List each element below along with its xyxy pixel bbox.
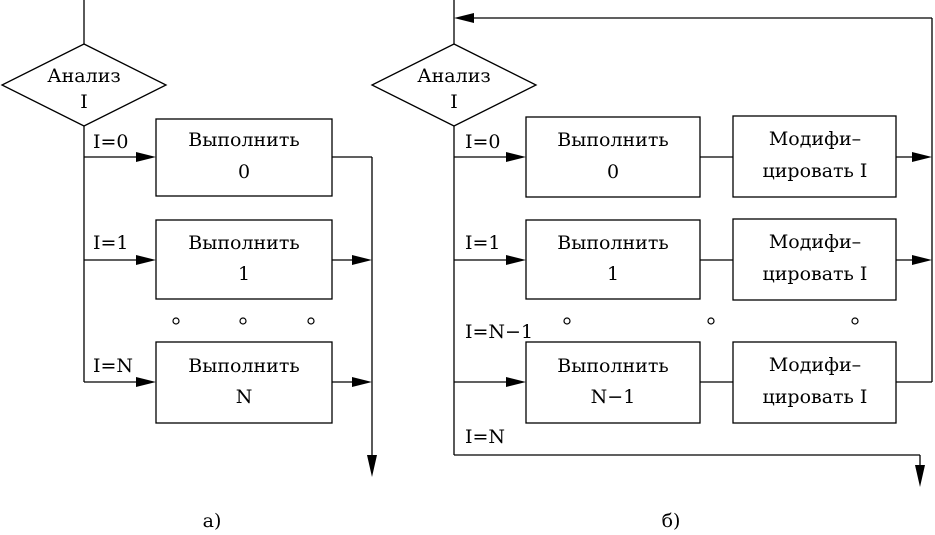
ellipsis-dot bbox=[307, 317, 315, 325]
arrow-head bbox=[912, 152, 932, 162]
decision-label-line2: I bbox=[450, 91, 458, 113]
ellipsis-dot bbox=[851, 317, 859, 325]
modify-label-line2: цировать I bbox=[763, 263, 868, 285]
modify-box bbox=[732, 115, 897, 198]
caption-a: а) bbox=[203, 510, 222, 532]
condition-label: I=0 bbox=[93, 131, 129, 153]
arrow-head bbox=[506, 377, 526, 387]
condition-label: I=N−1 bbox=[465, 321, 533, 343]
arrow-head bbox=[136, 377, 156, 387]
condition-label: I=1 bbox=[465, 232, 501, 254]
arrow-head bbox=[912, 255, 932, 265]
diagram-b: Анализ I I=0 Выполнить 0 Модифи– цироват… bbox=[370, 0, 933, 532]
modify-label-line2: цировать I bbox=[763, 386, 868, 408]
ellipsis-dot bbox=[707, 317, 715, 325]
condition-label: I=N bbox=[93, 355, 133, 377]
diagram-a: Анализ I I=0 Выполнить 0 I=1 Выполнить 1… bbox=[0, 0, 377, 532]
decision-label-line2: I bbox=[80, 91, 88, 113]
process-label-line2: 1 bbox=[607, 263, 619, 285]
arrow-head bbox=[136, 152, 156, 162]
process-label-line1: Выполнить bbox=[188, 129, 299, 151]
process-label-line2: 0 bbox=[607, 161, 619, 183]
process-box bbox=[155, 118, 333, 197]
condition-label: I=1 bbox=[93, 232, 129, 254]
arrow-head bbox=[915, 465, 925, 487]
decision-label-line1: Анализ bbox=[47, 65, 120, 87]
process-box bbox=[525, 341, 701, 424]
modify-label-line1: Модифи– bbox=[769, 128, 861, 150]
arrow-head bbox=[367, 455, 377, 477]
process-label-line2: 0 bbox=[238, 161, 250, 183]
process-box bbox=[525, 219, 701, 300]
arrow-head bbox=[506, 255, 526, 265]
exit-condition-label: I=N bbox=[465, 426, 505, 448]
modify-label-line1: Модифи– bbox=[769, 231, 861, 253]
process-label-line2: N−1 bbox=[591, 386, 636, 408]
condition-label: I=0 bbox=[465, 131, 501, 153]
process-label-line1: Выполнить bbox=[557, 129, 668, 151]
process-label-line1: Выполнить bbox=[557, 232, 668, 254]
caption-b: б) bbox=[662, 510, 681, 532]
modify-label-line2: цировать I bbox=[763, 160, 868, 182]
process-label-line1: Выполнить bbox=[188, 232, 299, 254]
arrow-head bbox=[506, 152, 526, 162]
modify-box bbox=[732, 218, 897, 301]
process-label-line2: 1 bbox=[238, 263, 250, 285]
arrow-head bbox=[454, 13, 474, 23]
modify-label-line1: Модифи– bbox=[769, 354, 861, 376]
ellipsis-dot bbox=[239, 317, 247, 325]
modify-box bbox=[732, 341, 897, 424]
arrow-head bbox=[352, 255, 372, 265]
process-label-line2: N bbox=[236, 386, 253, 408]
ellipsis-dot bbox=[172, 317, 180, 325]
process-label-line1: Выполнить bbox=[557, 355, 668, 377]
arrow-head bbox=[352, 377, 372, 387]
decision-label-line1: Анализ bbox=[417, 65, 490, 87]
process-box bbox=[525, 116, 701, 198]
ellipsis-dot bbox=[563, 317, 571, 325]
process-box bbox=[155, 219, 333, 300]
arrow-head bbox=[136, 255, 156, 265]
process-label-line1: Выполнить bbox=[188, 355, 299, 377]
